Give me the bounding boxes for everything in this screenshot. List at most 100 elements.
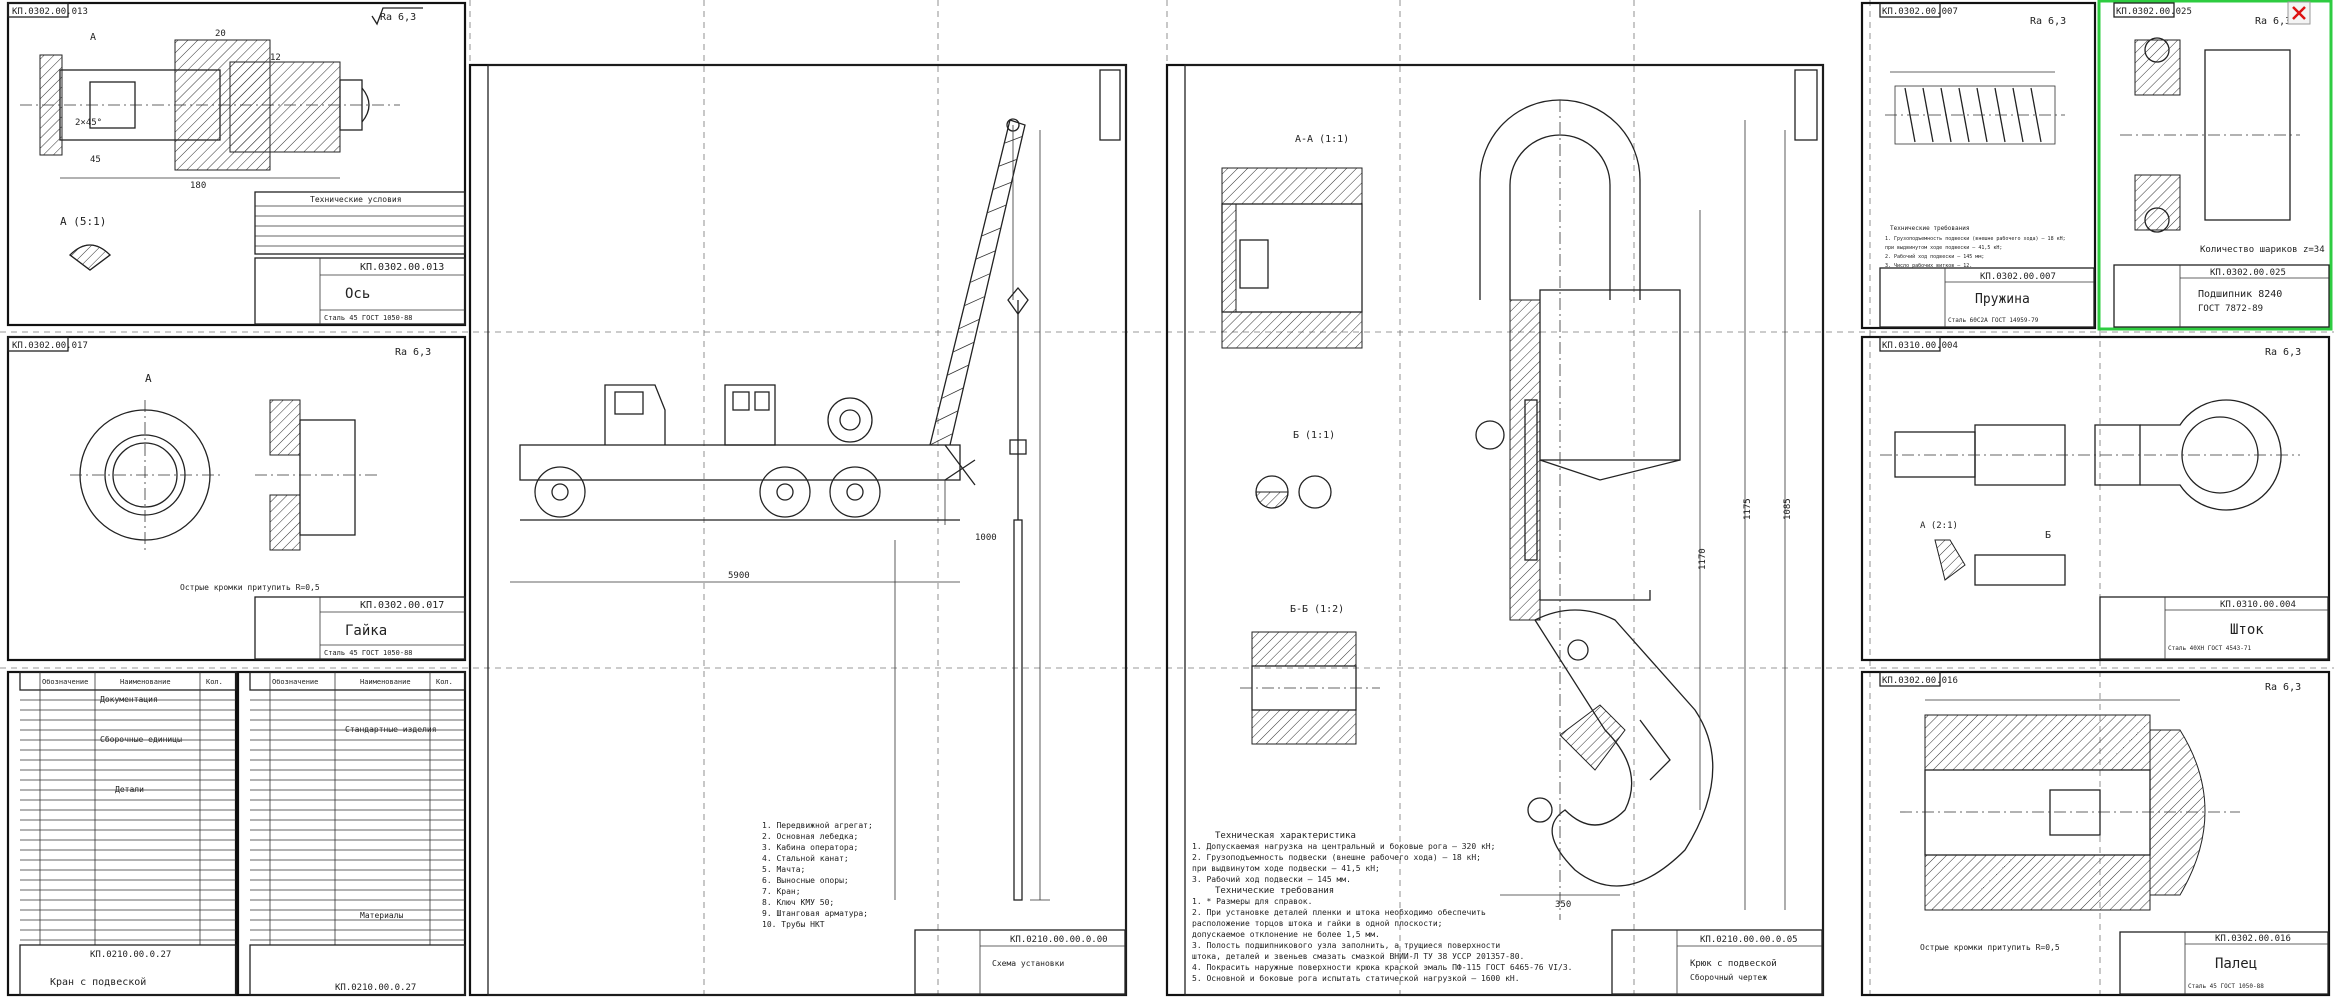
sheet-rod[interactable]: КП.0310.00.004 Ra 6,3 А (2:1) Б КП.0310.… xyxy=(1860,335,2331,662)
crane-legend-item: 10. Трубы НКТ xyxy=(762,919,825,929)
crane-dim-length: 5900 xyxy=(728,571,750,581)
svg-text:Сталь 45 ГОСТ 1050-88: Сталь 45 ГОСТ 1050-88 xyxy=(324,314,413,322)
svg-text:Наименование: Наименование xyxy=(120,678,171,686)
svg-text:Б (1:1): Б (1:1) xyxy=(1293,430,1335,441)
hook-req-line: 4. Покрасить наружные поверхности крюка … xyxy=(1192,963,1573,972)
crane-truck xyxy=(519,384,961,518)
sheet-spec-1[interactable]: Обозначение Наименование Кол. Документац… xyxy=(6,670,238,997)
svg-text:Ra 6,3: Ra 6,3 xyxy=(2265,682,2301,693)
hook-req-line: 5. Основной и боковые рога испытать стат… xyxy=(1192,973,1520,983)
hook-req-line: 1. * Размеры для справок. xyxy=(1192,897,1312,906)
svg-text:Детали: Детали xyxy=(115,785,144,794)
crane-legend-item: 4. Стальной канат; xyxy=(762,854,849,863)
hook-spec-line: 3. Рабочий ход подвески – 145 мм. xyxy=(1192,874,1351,884)
close-button[interactable] xyxy=(2287,1,2311,25)
sheet-spring[interactable]: КП.0302.00.007 Ra 6,3 Технические требов… xyxy=(1860,1,2097,330)
svg-text:Обозначение: Обозначение xyxy=(272,678,318,686)
svg-text:А (2:1): А (2:1) xyxy=(1920,521,1958,531)
nut-stamp: КП.0302.00.017 xyxy=(360,600,444,611)
sheet-crane-scheme[interactable]: 5900 1000 1. Передвижной агрегат;2. Осно… xyxy=(468,63,1128,997)
sheet-hook-assembly[interactable]: А-А (1:1) Б (1:1) Б-Б (1:2) xyxy=(1165,63,1825,997)
crane-legend-item: 8. Ключ КМУ 50; xyxy=(762,898,834,907)
svg-text:КП.0302.00.025: КП.0302.00.025 xyxy=(2116,7,2192,17)
svg-text:Сталь 40ХН ГОСТ 4543-71: Сталь 40ХН ГОСТ 4543-71 xyxy=(2168,645,2251,652)
svg-text:3. Число рабочих витков – 12.: 3. Число рабочих витков – 12. xyxy=(1885,262,1972,269)
crane-legend-item: 7. Кран; xyxy=(762,887,801,896)
svg-text:1170: 1170 xyxy=(1698,548,1708,570)
bearing-note: Количество шариков z=34 xyxy=(2200,245,2325,255)
svg-text:Стандартные изделия: Стандартные изделия xyxy=(345,725,437,734)
svg-text:КП.0310.00.004: КП.0310.00.004 xyxy=(1882,341,1958,351)
axis-title: Ось xyxy=(345,286,370,302)
close-icon xyxy=(2292,6,2306,20)
nut-title: Гайка xyxy=(345,623,387,639)
svg-text:Сталь 45 ГОСТ 1050-88: Сталь 45 ГОСТ 1050-88 xyxy=(324,649,413,657)
svg-text:Сборочные единицы: Сборочные единицы xyxy=(100,734,182,744)
hook-req-line: допускаемое отклонение не более 1,5 мм. xyxy=(1192,929,1380,939)
hook-req-line: штока, деталей и звеньев смазать смазкой… xyxy=(1192,952,1524,961)
hook-req-line: 3. Полость подшипникового узла заполнить… xyxy=(1192,941,1500,950)
hook-spec-title: Техническая характеристика xyxy=(1215,831,1356,841)
crane-legend-item: 1. Передвижной агрегат; xyxy=(762,821,873,830)
svg-text:Б-Б (1:2): Б-Б (1:2) xyxy=(1290,604,1344,615)
crane-mast xyxy=(929,118,1026,446)
spec1-row-lines xyxy=(20,699,236,941)
svg-text:Острые кромки притупить R=0,5: Острые кромки притупить R=0,5 xyxy=(180,583,320,592)
hook-req-line: 2. При установке деталей пленки и штока … xyxy=(1192,907,1486,917)
svg-text:Документация: Документация xyxy=(100,695,158,704)
rod-stamp: КП.0310.00.004 xyxy=(2220,600,2296,610)
svg-text:А: А xyxy=(145,372,152,385)
svg-text:1085: 1085 xyxy=(1783,498,1793,520)
svg-text:Ra 6,3: Ra 6,3 xyxy=(2030,16,2066,27)
sheet-pin[interactable]: КП.0302.00.016 Ra 6,3 Острые кромки прит… xyxy=(1860,670,2331,997)
spec1-title: Кран с подвеской xyxy=(50,976,146,988)
sheet-nut[interactable]: КП.0302.00.017 Ra 6,3 А Острые кромки пр… xyxy=(6,335,467,662)
svg-text:180: 180 xyxy=(190,181,206,191)
spec2-row-lines xyxy=(250,699,465,941)
crane-title: Схема установки xyxy=(992,959,1064,968)
svg-text:12: 12 xyxy=(270,53,281,63)
crane-legend-item: 9. Штанговая арматура; xyxy=(762,909,868,918)
svg-text:Технические условия: Технические условия xyxy=(310,195,402,204)
axis-roughness: Ra 6,3 xyxy=(380,12,416,23)
svg-text:Кол.: Кол. xyxy=(436,678,453,686)
axis-section-label: А (5:1) xyxy=(60,215,106,228)
hook-main-view xyxy=(1475,99,1714,920)
svg-text:1. Грузоподъемность подвески (: 1. Грузоподъемность подвески (внешне раб… xyxy=(1885,235,2066,242)
sheet-spec-2[interactable]: Обозначение Наименование Кол. Стандартны… xyxy=(236,670,467,997)
crane-tubing-string xyxy=(1007,130,1050,901)
sheet-axis[interactable]: КП.0302.00.013 Ra 6,3 180 45 20 12 2×45°… xyxy=(6,1,467,327)
spring-title: Пружина xyxy=(1975,292,2030,307)
spring-stamp: КП.0302.00.007 xyxy=(1980,272,2056,282)
pin-stamp: КП.0302.00.016 xyxy=(2215,934,2291,944)
svg-text:2×45°: 2×45° xyxy=(75,118,102,128)
svg-text:КП.0302.00.016: КП.0302.00.016 xyxy=(1882,676,1958,686)
crane-legend-item: 3. Кабина оператора; xyxy=(762,842,858,852)
svg-text:КП.0210.00.0.27: КП.0210.00.0.27 xyxy=(90,950,171,960)
hook-section-aa: А-А (1:1) xyxy=(1295,134,1349,145)
svg-text:Технические требования: Технические требования xyxy=(1890,225,1969,232)
svg-text:1000: 1000 xyxy=(975,533,997,543)
hook-title: Крюк с подвеской xyxy=(1690,959,1777,969)
crane-legend-item: 5. Мачта; xyxy=(762,865,805,874)
svg-text:2. Рабочий ход подвески – 145: 2. Рабочий ход подвески – 145 мм; xyxy=(1885,253,1984,260)
svg-text:Сталь 45 ГОСТ 1050-88: Сталь 45 ГОСТ 1050-88 xyxy=(2188,983,2264,990)
svg-text:ГОСТ 7872-89: ГОСТ 7872-89 xyxy=(2198,304,2263,314)
crane-legend-item: 6. Выносные опоры; xyxy=(762,876,849,885)
svg-text:Обозначение: Обозначение xyxy=(42,678,88,686)
hook-req-line: расположение торцов штока и гайки в одно… xyxy=(1192,919,1442,928)
axis-stamp: КП.0302.00.013 xyxy=(360,262,444,273)
svg-text:Ra 6,3: Ra 6,3 xyxy=(2265,347,2301,358)
svg-text:Ra 6,3: Ra 6,3 xyxy=(2255,16,2291,27)
crane-stamp: КП.0210.00.00.0.00 xyxy=(1010,935,1108,945)
svg-text:КП.0302.00.017: КП.0302.00.017 xyxy=(12,341,88,351)
svg-text:20: 20 xyxy=(215,29,226,39)
svg-text:Б: Б xyxy=(2045,530,2051,541)
sheet-bearing[interactable]: КП.0302.00.025 Ra 6,3 Количество шариков… xyxy=(2097,0,2333,331)
hook-spec-line: 2. Грузоподъемность подвески (внешне раб… xyxy=(1192,852,1481,862)
bearing-title: Подшипник 8240 xyxy=(2198,289,2282,300)
hook-req-title: Технические требования xyxy=(1215,885,1334,896)
svg-text:Кол.: Кол. xyxy=(206,678,223,686)
